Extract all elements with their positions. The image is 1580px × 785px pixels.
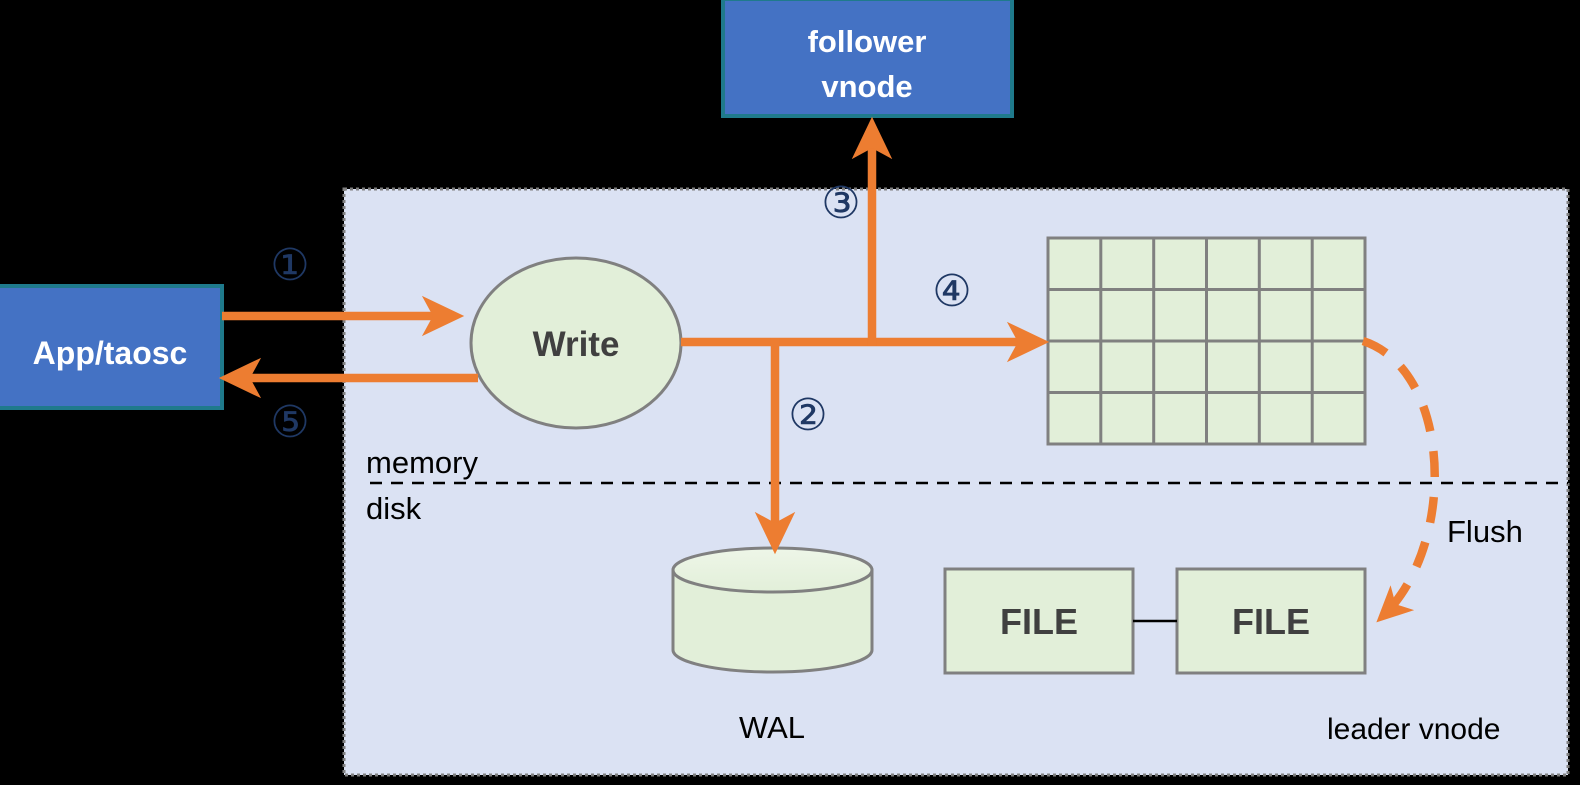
wal-body — [671, 568, 874, 674]
memory-label: memory — [366, 445, 478, 480]
file-box-right-label: FILE — [1232, 601, 1310, 642]
step-1-glyph: ① — [270, 241, 309, 290]
step-marker-1: ① — [270, 241, 309, 290]
arrow-flush-dashed — [1361, 336, 1439, 623]
step-marker-4: ④ — [932, 267, 971, 316]
step-2-glyph: ② — [788, 391, 827, 440]
step-marker-2: ② — [788, 391, 827, 440]
follower-vnode-label-line2: vnode — [821, 69, 912, 104]
disk-label: disk — [366, 491, 422, 526]
follower-vnode-label-line1: follower — [808, 24, 927, 59]
app-taosc-box[interactable] — [0, 284, 224, 410]
file-box-left[interactable] — [943, 567, 1135, 675]
step-marker-3: ③ — [821, 179, 860, 228]
file-box-left-label: FILE — [1000, 601, 1078, 642]
step-marker-5: ⑤ — [270, 398, 309, 447]
wal-top — [671, 546, 874, 594]
write-label: Write — [533, 325, 620, 364]
memtable-grid — [1046, 236, 1367, 446]
follower-vnode-box[interactable] — [721, 0, 1014, 118]
app-taosc-label: App/taosc — [33, 335, 188, 371]
flush-label: Flush — [1447, 514, 1523, 549]
file-box-right[interactable] — [1175, 567, 1367, 675]
leader-vnode-label: leader vnode — [1327, 713, 1500, 746]
step-3-glyph: ③ — [821, 179, 860, 228]
step-5-glyph: ⑤ — [270, 398, 309, 447]
wal-label: WAL — [739, 710, 805, 745]
step-4-glyph: ④ — [932, 267, 971, 316]
wal-cylinder[interactable] — [671, 546, 874, 674]
